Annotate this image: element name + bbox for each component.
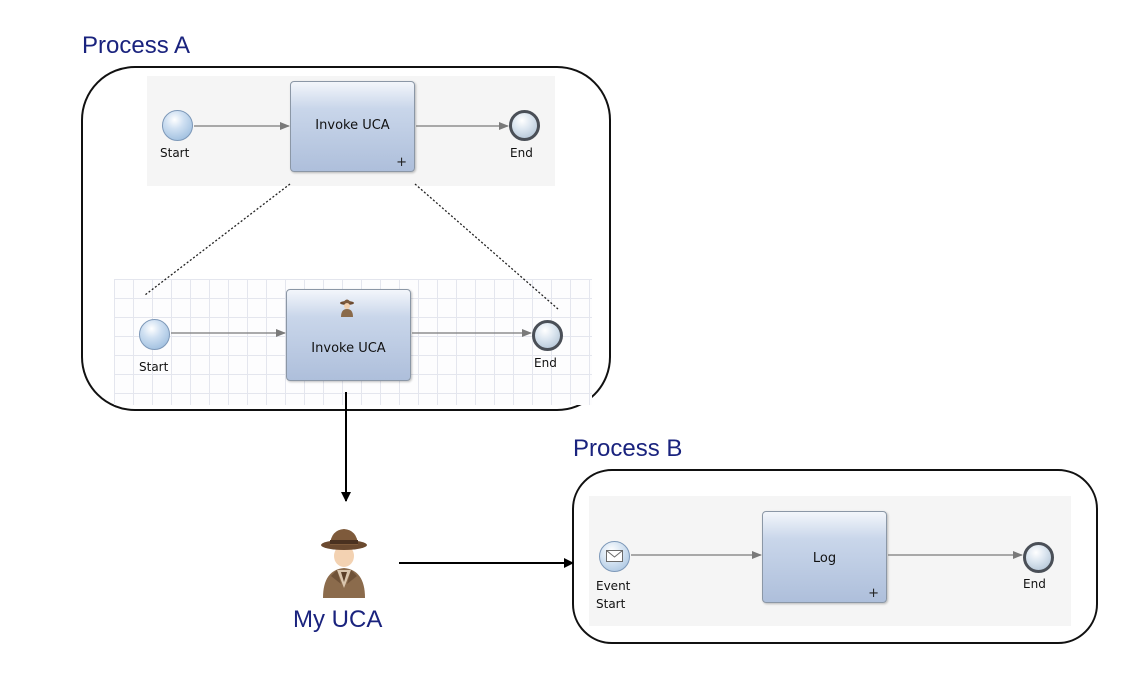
task-label: Log <box>812 551 837 566</box>
start-event-label: Start <box>160 146 190 160</box>
end-event[interactable] <box>509 110 540 141</box>
uca-label: My UCA <box>293 606 383 633</box>
uca-agent-icon <box>340 299 354 317</box>
log-subprocess[interactable]: Log + <box>762 511 887 603</box>
event-start-label-line1: Event <box>596 579 631 593</box>
event-start-label-line2: Start <box>596 597 626 611</box>
envelope-icon <box>606 550 623 562</box>
event-start-label: Event Start <box>596 577 630 613</box>
start-event[interactable] <box>139 319 170 350</box>
process-b-title: Process B <box>573 435 683 462</box>
process-a-title: Process A <box>82 32 191 59</box>
uca-agent-icon <box>321 529 367 598</box>
end-event-label: End <box>1023 577 1046 591</box>
end-event-label: End <box>510 146 533 160</box>
invoke-uca-task[interactable]: Invoke UCA <box>286 289 411 381</box>
start-event-label: Start <box>139 360 169 374</box>
zoom-guide-line <box>414 183 559 310</box>
event-start[interactable] <box>599 541 630 572</box>
invoke-uca-subprocess[interactable]: Invoke UCA + <box>290 81 415 172</box>
expand-marker[interactable]: + <box>396 155 407 170</box>
zoom-guide-line <box>144 183 291 296</box>
task-label: Invoke UCA <box>311 341 386 356</box>
start-event[interactable] <box>162 110 193 141</box>
end-event[interactable] <box>532 320 563 351</box>
end-event-label: End <box>534 356 557 370</box>
expand-marker[interactable]: + <box>868 586 879 601</box>
end-event[interactable] <box>1023 542 1054 573</box>
task-label: Invoke UCA <box>315 118 390 133</box>
